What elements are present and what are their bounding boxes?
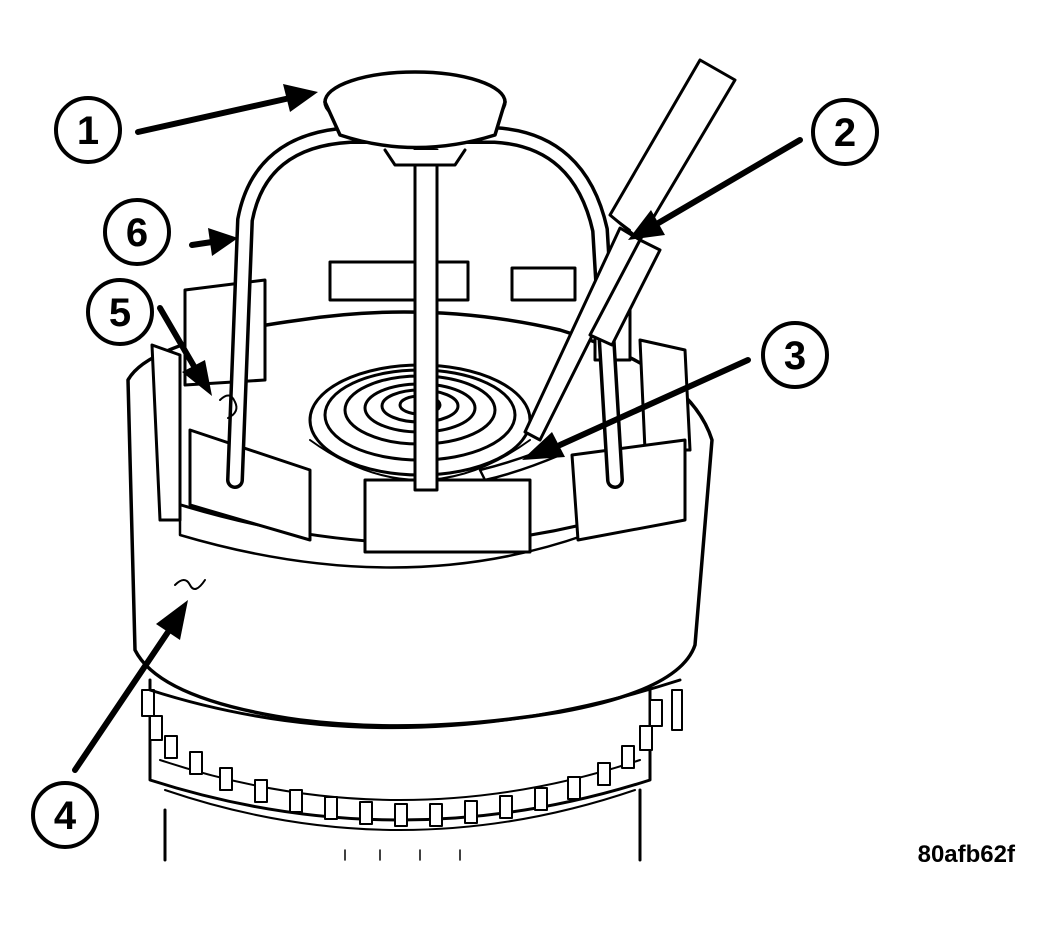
callout-6-label: 6 — [126, 211, 148, 255]
callout-2-label: 2 — [834, 111, 856, 155]
surface-mark-drum — [174, 579, 206, 590]
callout-4-label: 4 — [54, 794, 77, 838]
callout-5-label: 5 — [109, 291, 131, 335]
leader-arrows — [72, 84, 803, 773]
callout-3-label: 3 — [784, 334, 806, 378]
spring-compressor-tool — [226, 70, 624, 492]
callout-2: 2 — [811, 98, 879, 166]
surface-mark-retainer — [219, 394, 238, 419]
callout-3: 3 — [761, 321, 829, 389]
callout-5: 5 — [86, 278, 154, 346]
figure-code: 80afb62f — [918, 841, 1016, 868]
snap-ring-pliers — [523, 58, 737, 442]
callout-6: 6 — [103, 198, 171, 266]
callout-1-label: 1 — [77, 109, 99, 153]
callout-4: 4 — [31, 781, 99, 849]
callout-1: 1 — [54, 96, 122, 164]
